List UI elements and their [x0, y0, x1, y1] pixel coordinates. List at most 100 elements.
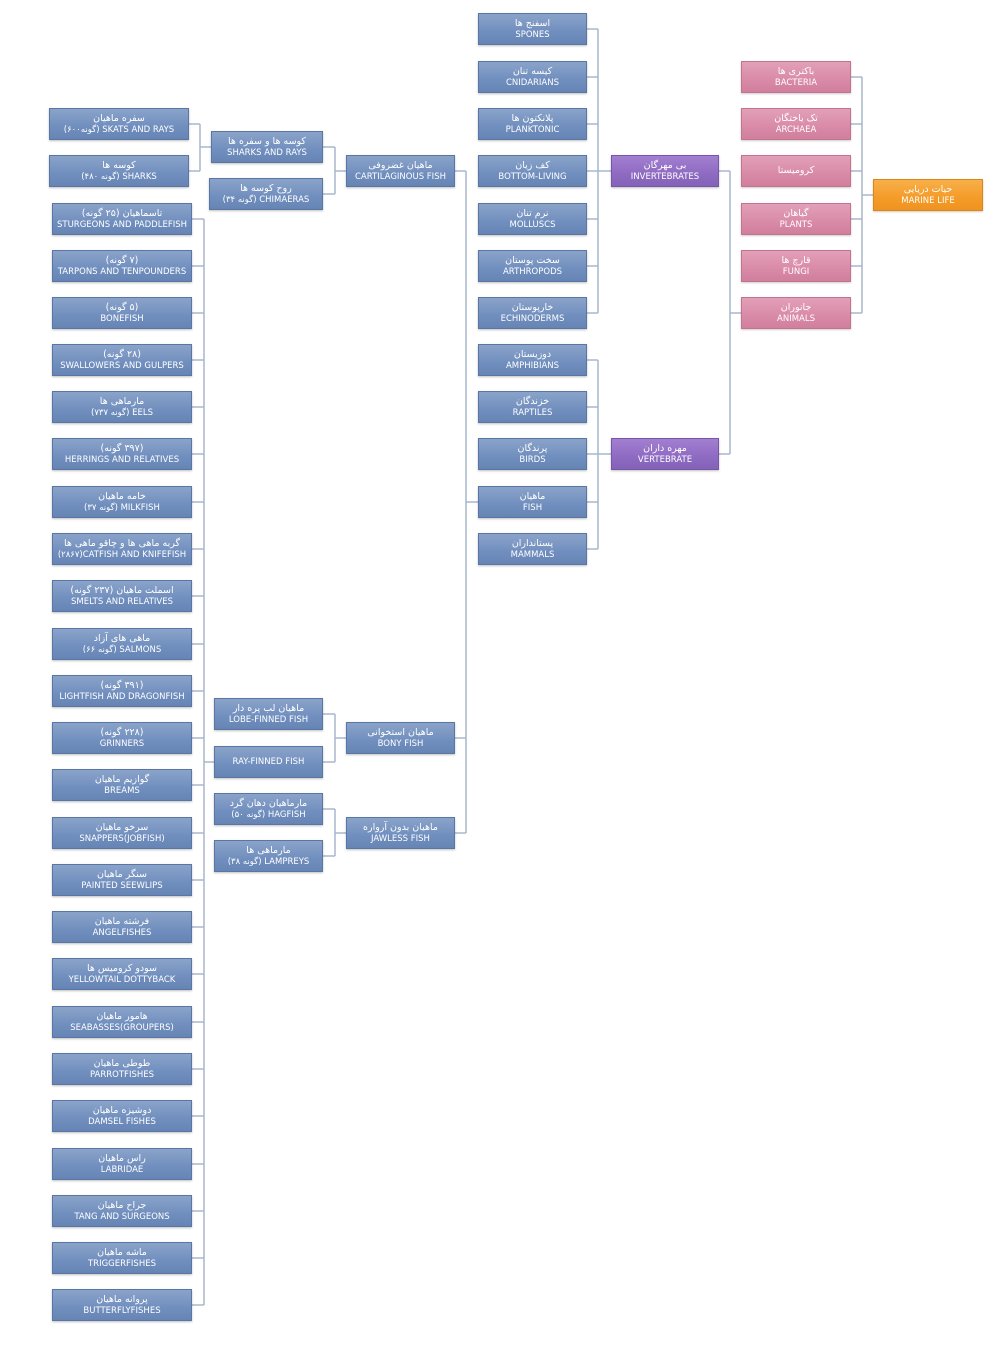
- node-label-en: TARPONS AND TENPOUNDERS: [57, 266, 187, 277]
- node-label-fa: سرخو ماهیان: [95, 821, 149, 833]
- node-label-fa: ماهیان: [519, 490, 546, 502]
- node-label-fa: گوازیم ماهیان: [94, 773, 150, 785]
- node-label-fa: مارماهیان دهان گرد: [229, 797, 308, 809]
- node-label-fa: پلانکتون ها: [511, 112, 554, 124]
- node-label-en: SEABASSES(GROUPERS): [70, 1022, 174, 1033]
- node-label-fa: پروانه ماهیان: [96, 1293, 148, 1305]
- node-label-fa: تک یاختگان: [774, 112, 818, 124]
- node-label-fa: ماهیان استخوانی: [367, 726, 434, 738]
- node-label-fa: (۲۸ گونه): [103, 348, 141, 360]
- node-label-en: TANG AND SURGEONS: [74, 1211, 170, 1222]
- node-label-fa: کف زیان: [515, 159, 550, 171]
- node-label-fa: مارماهی ها: [99, 395, 145, 407]
- node-label-fa: دوزیستان: [513, 348, 552, 360]
- node-milkfish: خامه ماهیان(۳۷ گونه) MILKFISH: [52, 486, 192, 518]
- node-label-en: PAINTED SEEWLIPS: [81, 880, 163, 891]
- node-label-fa: کوسه ها و سفره ها: [228, 135, 306, 147]
- node-sharks: کوسه ها(۴۸۰ گونه) SHARKS: [49, 155, 189, 187]
- node-label-en: CARTILAGINOUS FISH: [355, 171, 446, 182]
- node-label-en: SMELTS AND RELATIVES: [70, 596, 174, 607]
- node-label-fa: (۲۲۸ گونه): [100, 726, 144, 738]
- node-label-en: PLANKTONIC: [505, 124, 560, 135]
- node-label-en: SNAPPERS(JOBFISH): [79, 833, 165, 844]
- node-label-en: HERRINGS AND RELATIVES: [64, 454, 180, 465]
- node-label-fa: جانوران: [780, 301, 812, 313]
- node-label-en: BACTERIA: [774, 77, 818, 88]
- node-label-fa: روح کوسه ها: [240, 182, 292, 194]
- node-label-en: GRINNERS: [99, 738, 145, 749]
- node-label-en: YELLOWTAIL DOTTYBACK: [68, 974, 176, 985]
- node-label-fa: ماهیان لب پره دار: [232, 702, 305, 714]
- node-label-en: LABRIDAE: [100, 1164, 144, 1175]
- node-label-fa: (۳۹۱ گونه): [100, 679, 144, 691]
- node-label-en: DAMSEL FISHES: [88, 1116, 156, 1127]
- node-label-en: BIRDS: [519, 454, 546, 465]
- node-label-en: SPONES: [515, 29, 550, 40]
- node-label-fa: طوطی ماهیان: [93, 1057, 151, 1069]
- node-label-en: RAPTILES: [512, 407, 553, 418]
- node-label-en: VERTEBRATE: [637, 454, 693, 465]
- node-skats-and-rays: سفره ماهیان(۶۰۰گونه) SKATS AND RAYS: [49, 108, 189, 140]
- node-eels: مارماهی ها(۷۳۷ گونه) EELS: [52, 391, 192, 423]
- node-sturgeons: تاسماهیان (۲۵ گونه)STURGEONS AND PADDLEF…: [52, 203, 192, 235]
- node-label-en: BUTTERFLYFISHES: [83, 1305, 161, 1316]
- node-label-fa: مارماهی ها: [246, 844, 291, 856]
- node-label-fa: قارچ ها: [781, 254, 811, 266]
- node-label-fa: (۷ گونه): [105, 254, 139, 266]
- node-lightfish: (۳۹۱ گونه)LIGHTFISH AND DRAGONFISH: [52, 675, 192, 707]
- node-smelts: اسملت ماهیان (۲۳۷ گونه)SMELTS AND RELATI…: [52, 580, 192, 612]
- node-label-fa: هامور ماهیان: [96, 1010, 148, 1022]
- node-label-fa: نرم تنان: [516, 207, 549, 219]
- node-label-en: (۶۰۰گونه) SKATS AND RAYS: [63, 124, 175, 135]
- node-label-fa: ماشه ماهیان: [97, 1246, 147, 1258]
- node-label-en: MAMMALS: [510, 549, 555, 560]
- node-tarpons: (۷ گونه)TARPONS AND TENPOUNDERS: [52, 250, 192, 282]
- node-label-fa: راس ماهیان: [98, 1152, 146, 1164]
- node-herrings: (۳۹۷ گونه)HERRINGS AND RELATIVES: [52, 438, 192, 470]
- node-label-fa: سفره ماهیان: [93, 112, 145, 124]
- node-label-en: (۴۸۰ گونه) SHARKS: [81, 171, 157, 182]
- node-label-en: (۶۶ گونه) SALMONS: [82, 644, 162, 655]
- node-label-fa: کیسه تنان: [512, 65, 553, 77]
- node-label-fa: سنگر ماهیان: [96, 868, 148, 880]
- node-salmons: ماهی های آزاد(۶۶ گونه) SALMONS: [52, 628, 192, 660]
- node-label-en: AMPHIBIANS: [505, 360, 560, 371]
- node-label-fa: خزندگان: [515, 395, 550, 407]
- node-ray-finned: RAY-FINNED FISH: [214, 746, 323, 778]
- node-label-fa: ماهیان بدون آرواره: [363, 821, 438, 833]
- node-label-en: TRIGGERFISHES: [87, 1258, 156, 1269]
- node-label-fa: کوسه ها: [102, 159, 136, 171]
- node-label-en: (۷۳۷ گونه) EELS: [91, 407, 153, 418]
- node-label-fa: حیات دریایی: [903, 183, 953, 195]
- node-label-fa: پستانداران: [511, 537, 554, 549]
- node-label-en: STURGEONS AND PADDLEFISH: [56, 219, 187, 230]
- node-label-fa: مهره داران: [643, 442, 687, 454]
- node-label-en: ARTHROPODS: [502, 266, 563, 277]
- node-label-fa: اسفنج ها: [514, 17, 551, 29]
- node-lampreys: مارماهی ها(۳۸ گونه) LAMPREYS: [214, 840, 323, 872]
- node-label-en: PARROTFISHES: [89, 1069, 155, 1080]
